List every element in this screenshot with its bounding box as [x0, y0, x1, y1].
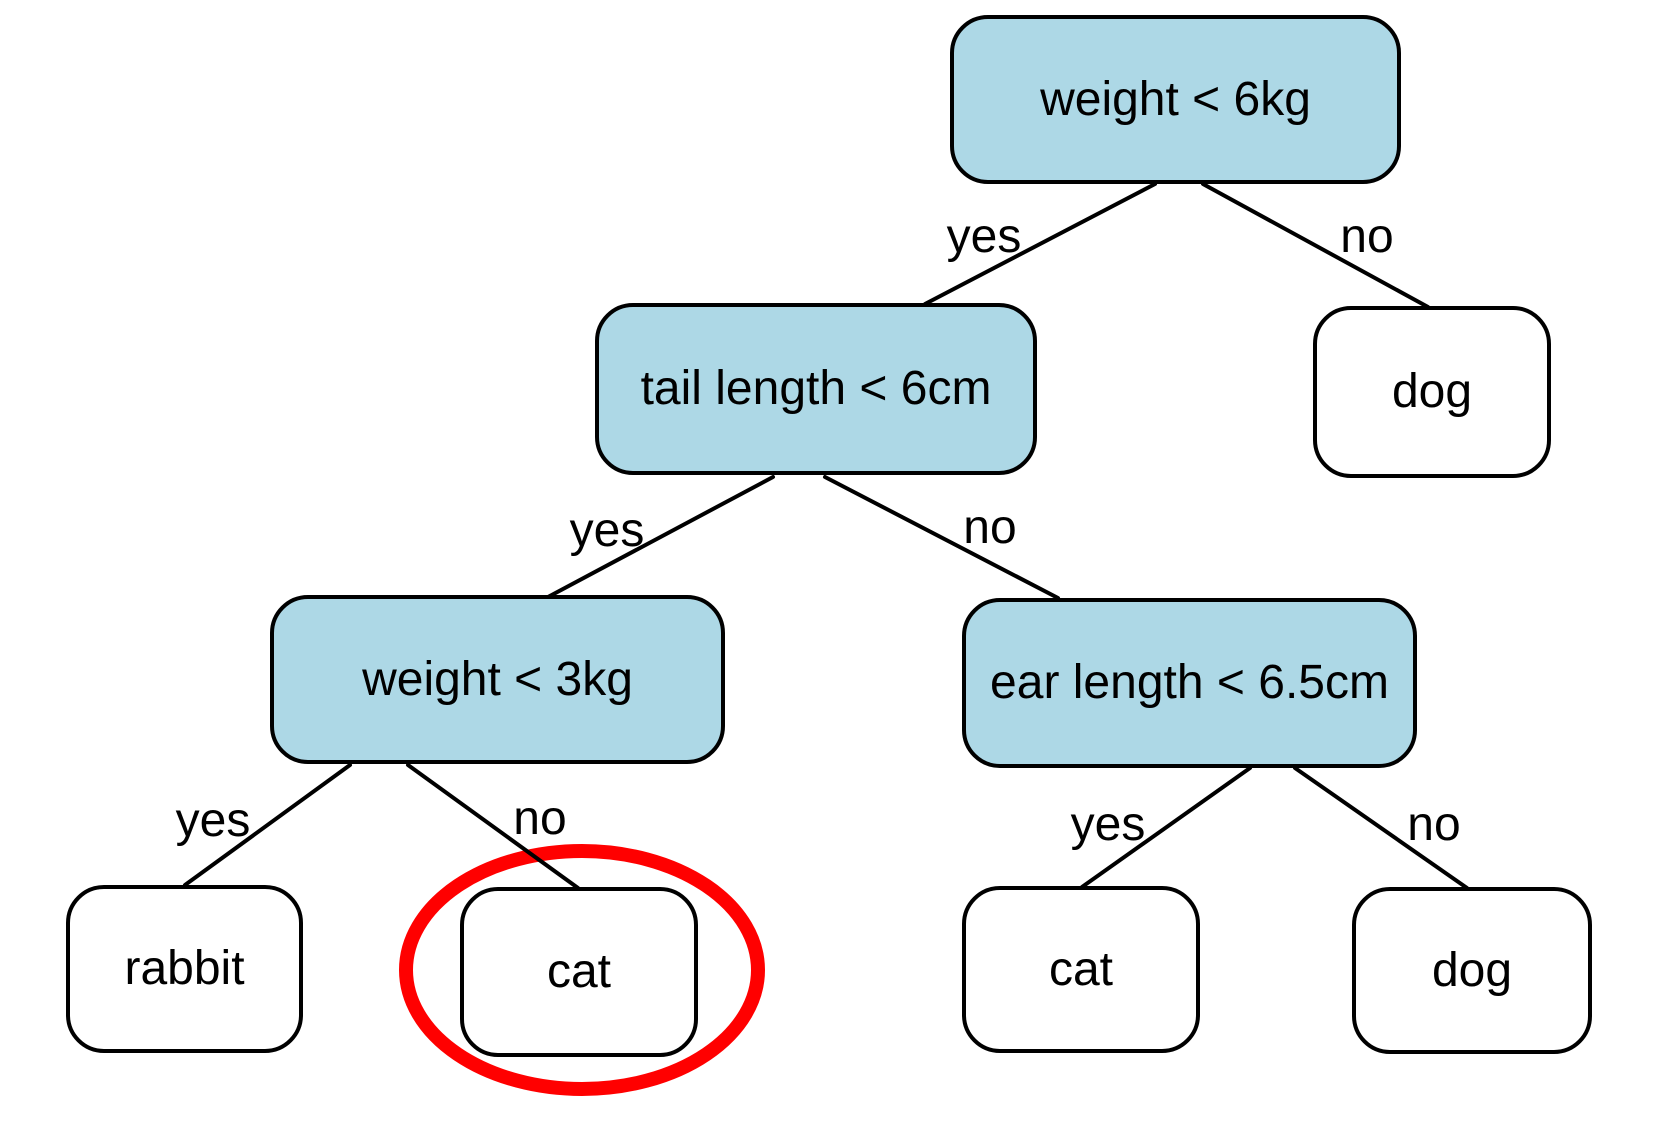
edge-ear-no-line [1293, 766, 1469, 890]
edge-root-yes-line [923, 182, 1157, 306]
node-weight-lt-3kg: weight < 3kg [270, 595, 725, 764]
leaf-dog-bottom: dog [1352, 887, 1592, 1054]
edge-label-tail-yes: yes [569, 504, 645, 557]
edge-tail-no-line [823, 475, 1060, 600]
leaf-rabbit: rabbit [66, 885, 303, 1053]
edge-label-ear-yes: yes [1070, 798, 1146, 851]
leaf-cat-circled: cat [460, 887, 698, 1057]
edge-label-weight3-no: no [513, 792, 567, 845]
edge-root-no-line [1201, 182, 1430, 309]
edge-label-root-no: no [1340, 210, 1394, 263]
edge-ear-yes-line [1080, 766, 1252, 889]
edge-weight3-no-line [406, 763, 580, 890]
highlight-ellipse [399, 844, 765, 1096]
edge-weight3-yes-line [183, 763, 352, 887]
node-ear-length-lt-6-5cm: ear length < 6.5cm [962, 598, 1417, 768]
edge-label-weight3-yes: yes [175, 794, 251, 847]
edge-tail-yes-line [546, 475, 775, 599]
leaf-cat-right: cat [962, 886, 1200, 1053]
edge-label-root-yes: yes [946, 210, 1022, 263]
leaf-dog-top: dog [1313, 306, 1551, 478]
edge-label-ear-no: no [1407, 798, 1461, 851]
node-tail-length-lt-6cm: tail length < 6cm [595, 303, 1037, 475]
node-weight-lt-6kg: weight < 6kg [950, 15, 1401, 184]
edge-label-tail-no: no [963, 501, 1017, 554]
